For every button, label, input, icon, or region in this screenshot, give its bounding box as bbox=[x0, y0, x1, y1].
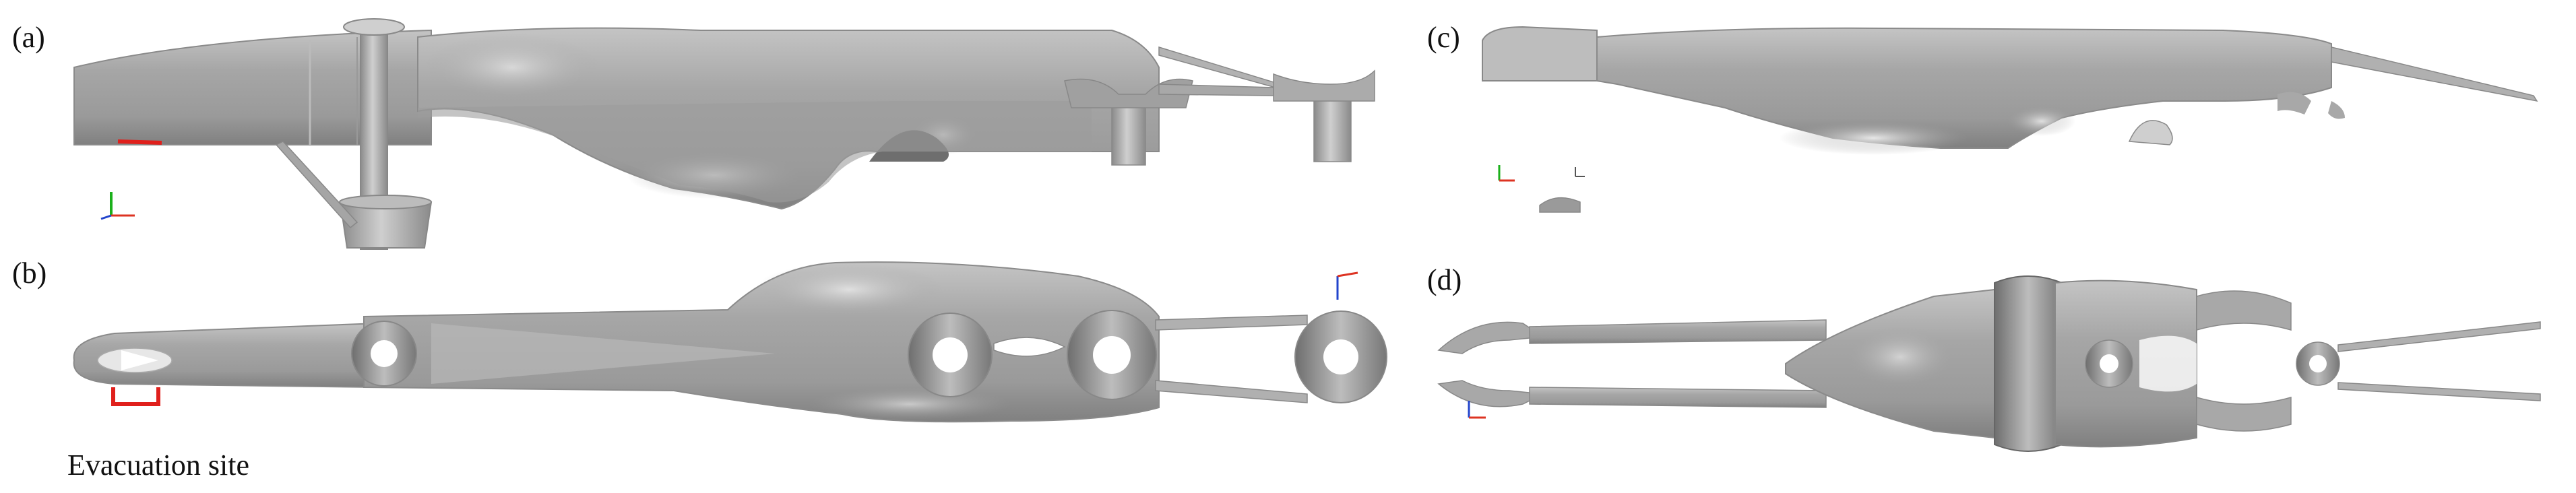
panel-b-casting bbox=[73, 261, 1387, 423]
panel-label-d: (d) bbox=[1427, 263, 1462, 296]
evacuation-marker-a bbox=[117, 139, 162, 145]
panel-d-casting bbox=[1437, 275, 2541, 452]
evacuation-site-caption: Evacuation site bbox=[67, 449, 250, 482]
panel-label-a: (a) bbox=[12, 21, 45, 54]
panel-label-c: (c) bbox=[1427, 21, 1460, 54]
panel-label-b: (b) bbox=[12, 257, 47, 290]
panel-c-casting bbox=[1482, 26, 2538, 213]
panel-a-casting bbox=[73, 18, 1375, 250]
evacuation-marker-b bbox=[111, 387, 160, 406]
